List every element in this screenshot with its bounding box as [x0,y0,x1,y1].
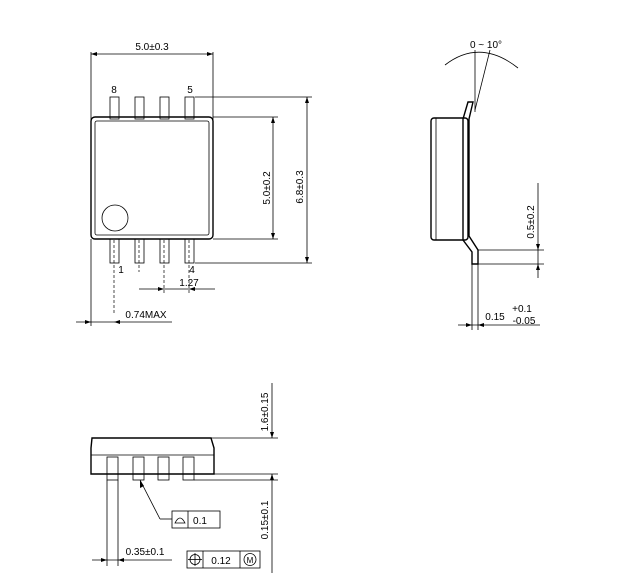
seating-plane-dimension: 0.15±0.1 [260,500,271,539]
flatness-value: 0.1 [193,516,207,527]
position-symbol-icon [188,553,202,566]
angle-dimension: 0 ~ 10° [470,40,502,51]
body-height-dimension: 5.0±0.2 [262,171,273,205]
standoff-dimension: 0.5±0.2 [526,205,537,239]
pin-label-1: 1 [118,265,124,276]
pin-label-5: 5 [187,85,193,96]
mmc-modifier: M [247,556,254,565]
top-view: 5.0±0.3 8 5 1 4 5.0±0.2 [76,42,312,326]
total-height-dimension: 6.8±0.3 [295,170,306,204]
lead-max-dimension: 0.74MAX [125,310,166,321]
package-height-dimension: 1.6±0.15 [260,392,271,431]
pin-pitch-dimension: 1.27 [179,278,199,289]
lead-width-dimension: 0.35±0.1 [126,547,165,558]
front-view: 1.6±0.15 0.15±0.1 0.1 0.35±0.1 0.12 M [90,383,278,573]
lead-thickness-dimension: 0.15 [485,312,505,323]
lead-thickness-minus-tolerance: -0.05 [513,316,536,327]
pin-label-8: 8 [111,85,117,96]
mmc-circle-icon [243,553,257,566]
position-tolerance-value: 0.12 [211,556,231,567]
side-view: 0 ~ 10° 0.5±0.2 0.15 +0.1 -0.05 [430,40,544,330]
lead-thickness-plus-tolerance: +0.1 [512,304,532,315]
flatness-symbol-icon [174,517,186,524]
top-width-dimension: 5.0±0.3 [135,42,169,53]
pin-label-4: 4 [189,265,195,276]
